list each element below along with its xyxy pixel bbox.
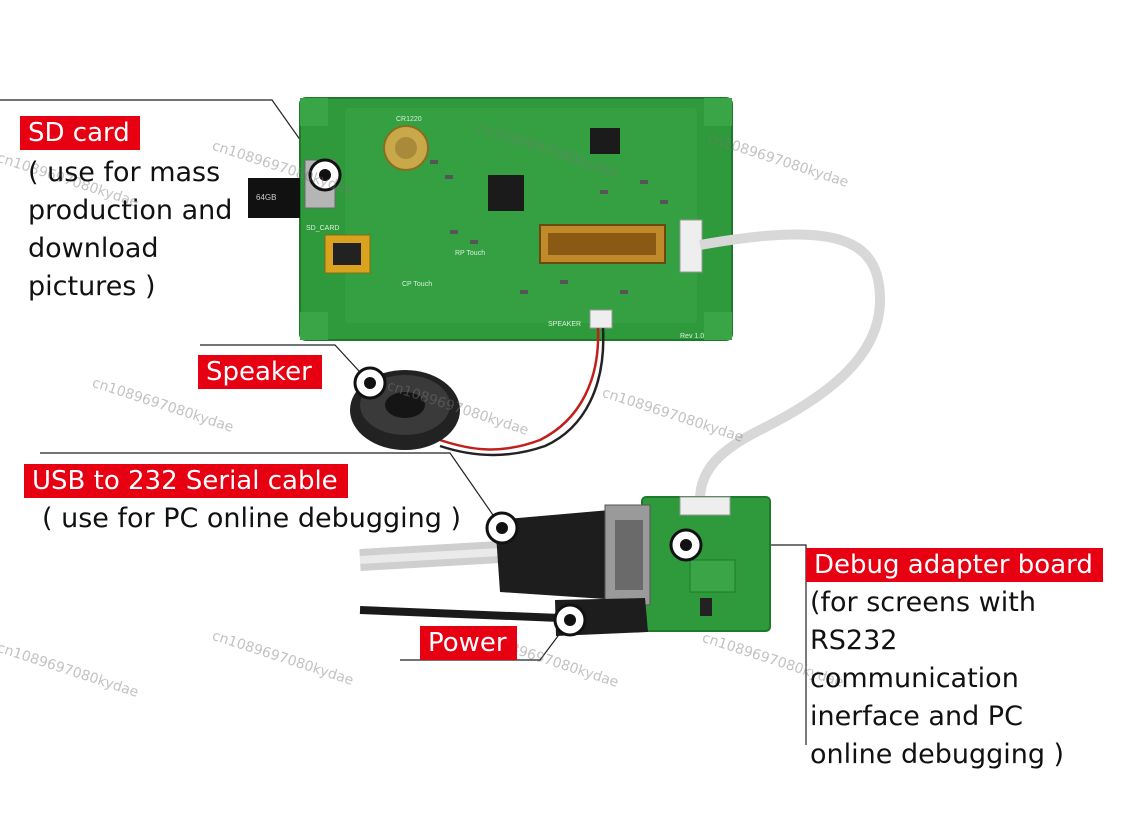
speaker-wire-red [439,327,600,451]
mcu-chip [488,175,524,211]
usb-leader-line [40,452,503,529]
sd-card-capacity: 64GB [256,193,276,202]
usb-cable-label: USB to 232 Serial cable [24,464,348,498]
usb-serial-cable [359,504,651,606]
silk-sd-card: SD_CARD [306,225,339,232]
usb-cable-description: ( use for PC online debugging ) [42,503,462,534]
marker-dots [308,158,703,637]
debug-adapter-pcb [641,496,771,632]
sd-card-description: ( use for mass production and download p… [28,157,233,302]
debug-board-description: (for screens with RS232 communication in… [810,587,1065,770]
speaker-leader-line [200,344,371,384]
silk-cr1220: CR1220 [396,116,422,123]
silk-rev: Rev 1.0 [680,333,704,340]
speaker-connector [589,309,613,329]
serial-connector [679,219,703,273]
speaker-wire-black [439,327,605,457]
micro-sd-card [248,178,300,218]
power-label: Power [420,626,517,660]
silk-speaker: SPEAKER [548,321,581,328]
debug-board-label: Debug adapter board [806,548,1103,582]
ribbon-cable [695,229,886,501]
main-pcb [248,97,733,341]
speaker-label: Speaker [198,355,322,389]
silk-cp-touch: CP Touch [402,281,432,288]
silk-rp-touch: RP Touch [455,250,485,257]
sd-card-label: SD card [20,116,140,150]
